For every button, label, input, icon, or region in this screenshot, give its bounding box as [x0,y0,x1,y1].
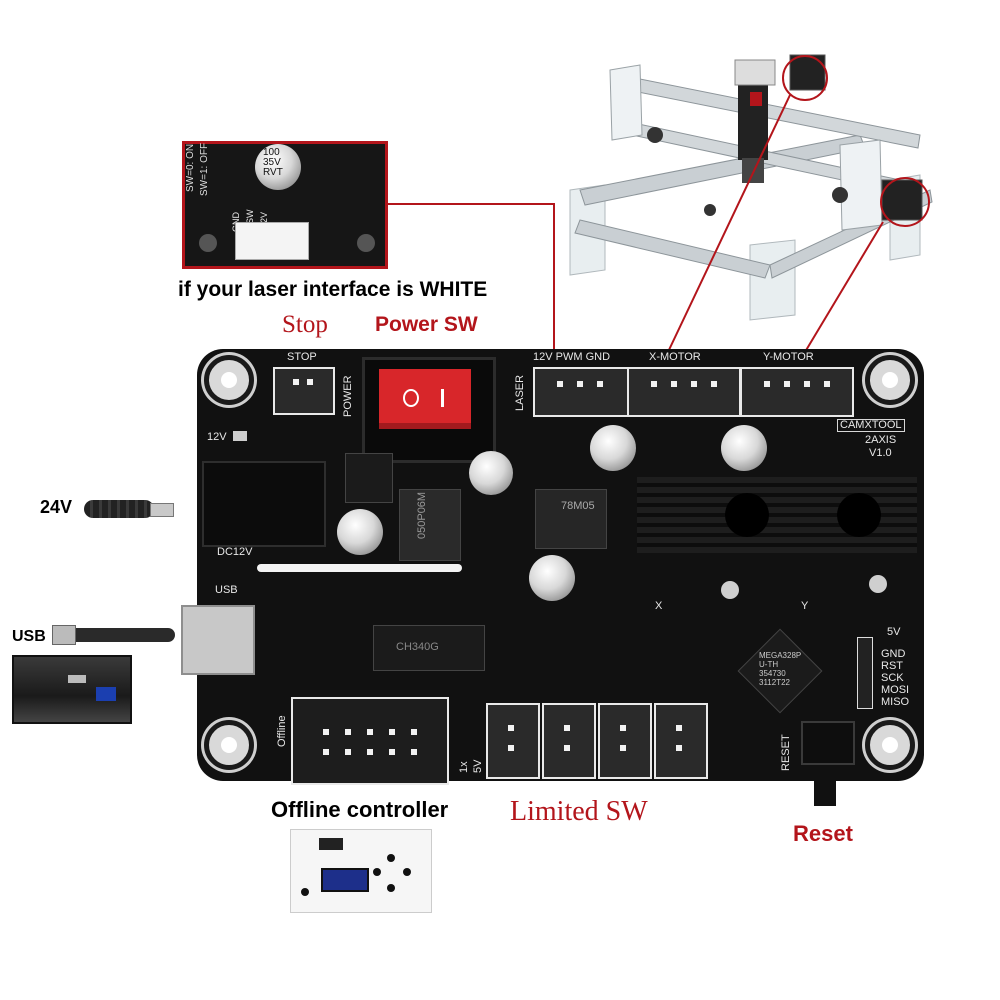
inductor [345,453,393,503]
inset-capacitor-label: 100 35V RVT [263,147,283,178]
y-motor-silk: Y-MOTOR [763,351,814,363]
version-silk: V1.0 [869,447,892,459]
white-connector [235,222,309,260]
regulator-78m05 [535,489,607,549]
controller-connector [319,838,343,850]
power-silk: POWER [342,375,354,417]
x-motor-connector[interactable] [627,367,741,417]
limit-switch-connector-2[interactable] [542,703,596,779]
usb-label: USB [12,628,46,645]
usb-plug [52,625,76,645]
switch-off-mark [403,389,419,407]
header-12v-pwm-gnd: 12V PWM GND [533,351,611,363]
controller-screen [321,868,369,892]
limited-sw-caption: Limited SW [510,796,648,827]
isp-5v: 5V [887,626,901,638]
callout-line-v [553,203,555,353]
y-motor-connector[interactable] [740,367,854,417]
reset-silk: RESET [780,734,792,771]
controller-button-3 [387,884,395,892]
offline-connector[interactable] [291,697,449,785]
mosfet-label: 050P06M [416,491,428,539]
isp-sck: SCK [881,672,904,684]
laser-connector[interactable] [533,367,629,417]
stop-silk: STOP [287,351,317,363]
pot-x[interactable] [721,581,739,599]
mcu-label: MEGA328P U-TH 354730 3112T22 [759,651,802,687]
usb-cable [55,628,175,642]
capacitor-3 [590,425,636,471]
controller-button-4 [373,868,381,876]
controller-button-2 [403,868,411,876]
usb-silk: USB [215,584,238,596]
capacitor-1 [337,509,383,555]
pot-y[interactable] [869,575,887,593]
limit-switch-connector-3[interactable] [598,703,652,779]
reset-caption: Reset [793,821,853,846]
stop-caption: Stop [282,311,328,338]
dc-jack[interactable] [202,461,326,547]
y-silk: Y [801,600,809,612]
stop-connector[interactable] [273,367,335,415]
dc12v-silk: DC12V [217,546,253,558]
24v-label: 24V [40,497,73,517]
axis-silk: 2AXIS [865,434,897,446]
usb-port-icon [68,675,86,683]
isp-miso: MISO [881,696,910,708]
mosfet-050p06m [399,489,461,561]
mount-hole-tl [204,355,254,405]
usb-port[interactable] [181,605,255,675]
mount-hole-tr [865,355,915,405]
laser-interface-inset: SW=0: ON SW=1: OFF 100 35V RVT GND SW 12… [182,141,388,269]
controller-button-1 [387,854,395,862]
x-silk: X [655,600,663,612]
callout-line-h [388,203,554,205]
laser-white-caption: if your laser interface is WHITE [178,278,488,301]
offline-controller-photo [290,829,432,913]
inset-screw-left [199,234,217,252]
brand-silk: CAMXTOOL [837,419,905,432]
laser-silk: LASER [514,374,526,411]
dc-plug-cable [84,500,154,518]
isp-rst: RST [881,660,903,672]
dc-plug-tip [150,503,174,517]
power-sw-caption: Power SW [375,313,478,336]
inset-screw-right [357,234,375,252]
isp-header[interactable] [857,637,873,709]
limit-switch-connector-1[interactable] [486,703,540,779]
ch340-label: CH340G [396,641,439,653]
offline-silk: Offline [276,715,288,747]
capacitor-5 [529,555,575,601]
reset-button[interactable] [801,721,855,765]
isp-gnd: GND [881,648,906,660]
inset-capacitor [255,144,301,190]
vga-port-icon [96,687,116,701]
ch340-chip: CH340G [373,625,485,671]
pin-1x: 1x [458,761,470,773]
limit-switch-connector-4[interactable] [654,703,708,779]
x-motor-silk: X-MOTOR [649,351,701,363]
controller-button-5 [301,888,309,896]
capacitor-4 [721,425,767,471]
power-switch[interactable] [379,369,471,429]
capacitor-2 [469,451,513,495]
pin-5v: 5V [472,759,484,773]
heatsink [637,477,917,553]
12v-led [233,431,247,441]
reset-plunger [814,780,836,806]
laptop-photo [12,655,132,724]
silk-stripe [257,564,462,572]
switch-on-mark [441,389,444,407]
offline-controller-caption: Offline controller [271,797,449,822]
isp-mosi: MOSI [881,684,910,696]
regulator-label: 78M05 [561,500,595,512]
12v-silk: 12V [207,431,227,443]
mount-hole-bl [204,720,254,770]
controller-board: STOP POWER LASER 12V PWM GND X-MOTOR Y-M… [181,349,924,785]
mount-hole-br [865,720,915,770]
